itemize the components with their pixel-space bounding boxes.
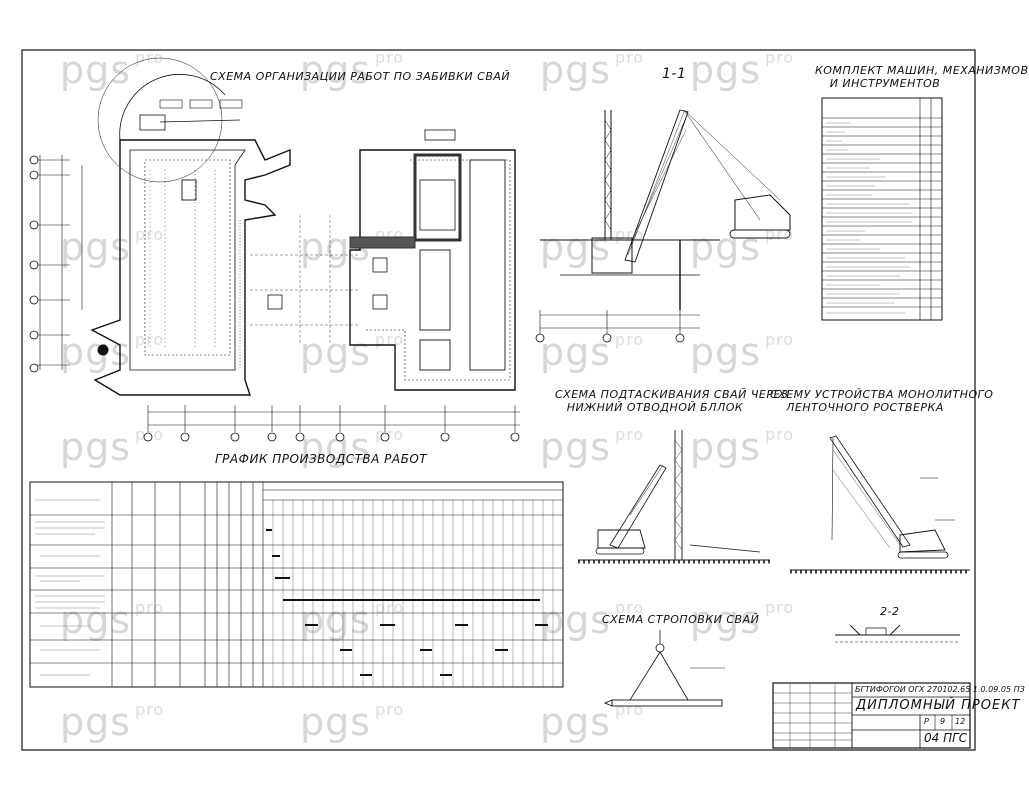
piling-scheme-title: СХЕМА ОРГАНИЗАЦИИ РАБОТ ПО ЗАБИВКИ СВАЙ <box>210 70 511 83</box>
group-label: 04 ПГС <box>924 731 968 745</box>
grillage-title-line-1: СХЕМУ УСТРОЙСТВА МОНОЛИТНОГО <box>770 388 994 401</box>
pulling-scheme <box>578 430 770 564</box>
slinging-scheme <box>603 630 725 707</box>
grillage-scheme <box>790 435 970 574</box>
machines-table <box>821 97 943 321</box>
pulling-title-line-1: СХЕМА ПОДТАСКИВАНИЯ СВАЙ ЧЕРЕЗ <box>555 388 789 401</box>
title-block <box>772 682 971 749</box>
grillage-title-line-2: ЛЕНТОЧНОГО РОСТВЕРКА <box>786 401 944 414</box>
machines-title-line-2: И ИНСТРУМЕНТОВ <box>829 77 941 90</box>
machines-title: КОМПЛЕКТ МАШИН, МЕХАНИЗМОВ И ИНСТРУМЕНТО… <box>815 64 1029 90</box>
sheet-stage: Р <box>924 717 929 726</box>
section-2-2 <box>835 624 960 643</box>
section-1-1-title: 1-1 <box>662 66 687 82</box>
sheet-frame <box>21 49 976 751</box>
machines-title-line-1: КОМПЛЕКТ МАШИН, МЕХАНИЗМОВ <box>815 64 1029 77</box>
section-1-1 <box>535 109 791 343</box>
sheet-number: 9 <box>940 717 946 726</box>
grillage-scheme-title: СХЕМУ УСТРОЙСТВА МОНОЛИТНОГО ЛЕНТОЧНОГО … <box>770 388 994 414</box>
pulling-scheme-title: СХЕМА ПОДТАСКИВАНИЯ СВАЙ ЧЕРЕЗ НИЖНИЙ ОТ… <box>555 388 789 414</box>
drawing-canvas <box>21 49 976 751</box>
schedule-title: ГРАФИК ПРОИЗВОДСТВА РАБОТ <box>215 452 428 466</box>
slinging-scheme-title: СХЕМА СТРОПОВКИ СВАЙ <box>602 613 760 626</box>
schedule-table <box>29 481 564 688</box>
sheet-count: 12 <box>955 717 966 726</box>
document-code: БГТИФОГОИ ОГХ 270102.65 1.0.09.05 ПЗ <box>855 685 1025 694</box>
piling-plan <box>29 57 520 442</box>
section-2-2-title: 2-2 <box>880 605 900 618</box>
pulling-title-line-2: НИЖНИЙ ОТВОДНОЙ БЛЛОК <box>566 401 744 414</box>
project-title: ДИПЛОМНЫЙ ПРОЕКТ <box>856 698 1021 713</box>
